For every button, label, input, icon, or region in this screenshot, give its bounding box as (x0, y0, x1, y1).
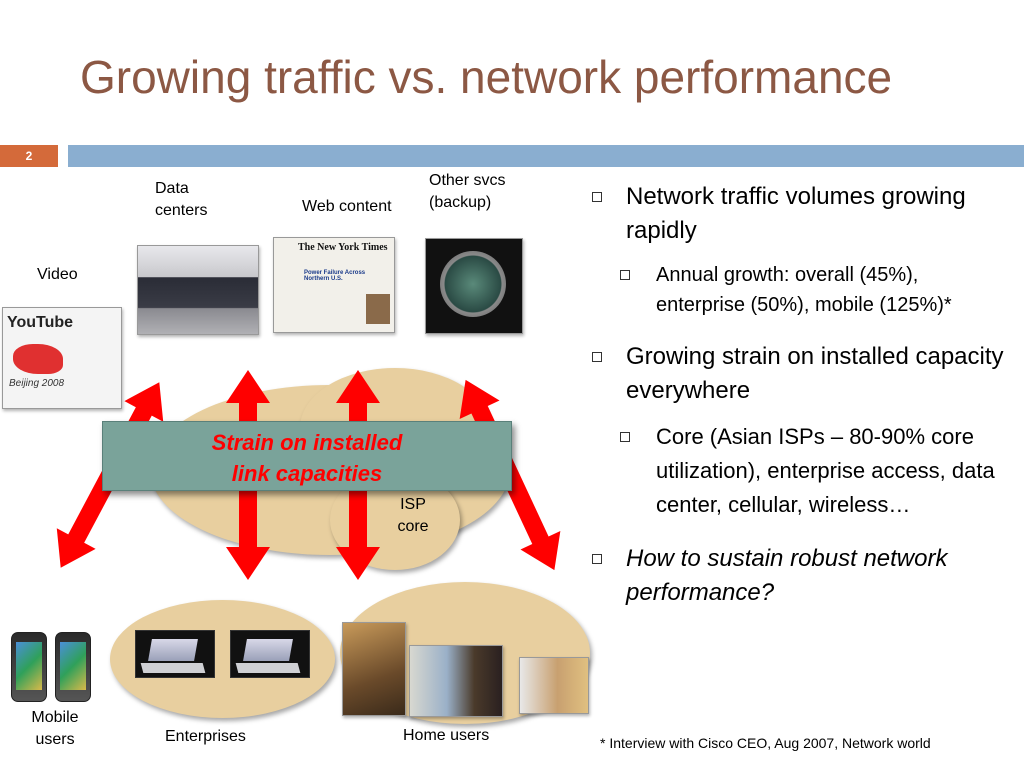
nyt-headline: Power Failure Across Northern U.S. (304, 270, 366, 282)
home-user-photo (342, 622, 406, 716)
bullet-square-icon (592, 352, 602, 362)
bullet-list: Network traffic volumes growing rapidly … (590, 180, 1010, 622)
home-user-photo (409, 645, 503, 717)
iphone-icon (55, 632, 91, 702)
label-enterprises: Enterprises (165, 728, 246, 745)
bullet-square-icon (592, 192, 602, 202)
bullet-item: Network traffic volumes growing rapidly (590, 180, 1010, 248)
sub-bullet-item: Core (Asian ISPs – 80-90% core utilizati… (590, 420, 1010, 522)
youtube-logo: YouTube (7, 314, 74, 331)
slide-title: Growing traffic vs. network performance (80, 51, 893, 103)
label-other-svcs: Other svcs(backup) (429, 172, 506, 211)
newspaper-page: The New York Times Power Failure Across … (273, 237, 395, 333)
home-user-photo (519, 657, 589, 714)
iphone-icon (11, 632, 47, 702)
time-machine-photo (425, 238, 523, 334)
beijing-logo: Beijing 2008 (9, 378, 65, 389)
laptop-icon (230, 630, 310, 678)
bullet-item: Growing strain on installed capacity eve… (590, 340, 1010, 408)
label-web-content: Web content (302, 198, 392, 215)
beijing-logo-icon (13, 344, 63, 374)
label-video: Video (37, 266, 78, 283)
bullet-square-icon (620, 432, 630, 442)
strain-callout: Strain on installed link capacities (102, 421, 512, 491)
label-home-users: Home users (403, 727, 490, 744)
footnote: * Interview with Cisco CEO, Aug 2007, Ne… (600, 735, 931, 751)
bullet-item: How to sustain robust network performanc… (590, 542, 1010, 610)
bullet-square-icon (620, 270, 630, 280)
header-bar (68, 145, 1024, 167)
youtube-screenshot: YouTube Beijing 2008 (2, 307, 122, 409)
time-machine-icon (440, 251, 506, 317)
strain-callout-line2: link capacities (231, 461, 383, 486)
slide-number: 2 (0, 145, 58, 167)
server-room-photo (137, 245, 259, 335)
laptop-icon (135, 630, 215, 678)
bullet-square-icon (592, 554, 602, 564)
strain-callout-line1: Strain on installed (211, 430, 403, 455)
sub-bullet-item: Annual growth: overall (45%), enterprise… (590, 260, 1010, 320)
nyt-photo (366, 294, 390, 324)
nyt-masthead: The New York Times (298, 242, 388, 253)
